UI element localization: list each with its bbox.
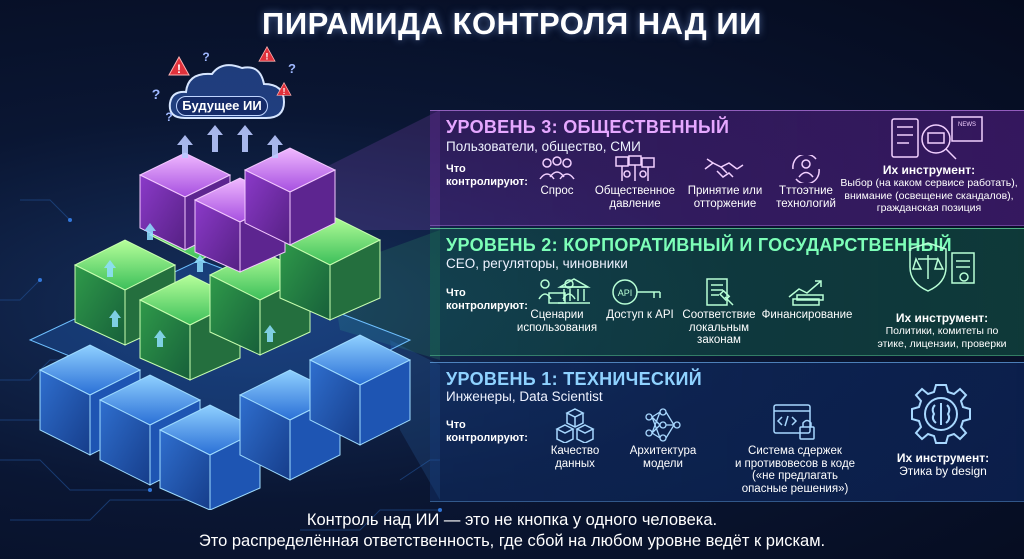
level-1-panel: УРОВЕНЬ 1: ТЕХНИЧЕСКИЙ Инженеры, Data Sc… <box>430 362 1024 502</box>
code-lock-icon <box>773 404 815 440</box>
level-1-title: УРОВЕНЬ 1: ТЕХНИЧЕСКИЙ <box>446 369 702 389</box>
item-demand-label: Спрос <box>540 185 574 197</box>
level-3-panel: УРОВЕНЬ 3: ОБЩЕСТВЕННЫЙ Пользователи, об… <box>430 110 1024 226</box>
item-funding: Финансирование <box>756 277 858 322</box>
item-public-pressure-label: Общественное давление <box>594 185 676 210</box>
protest-signs-icon <box>615 155 655 181</box>
news-text: NEWS <box>958 122 976 128</box>
voting-news-icon: NEWS <box>891 116 983 160</box>
warning-icon: ! <box>258 46 276 62</box>
level-1-tool: Их инструмент: Этика by design <box>876 451 1010 478</box>
item-local-law: Соответствие локальным законам <box>678 277 760 347</box>
footer-line-2: Это распределённая ответственность, где … <box>198 532 826 550</box>
question-icon: ? <box>288 61 296 76</box>
level-3-tool-head: Их инструмент: <box>882 163 976 177</box>
question-icon: ? <box>202 50 209 64</box>
level-1-tool-body: Этика by design <box>899 464 987 478</box>
warning-icon: ! <box>276 82 292 96</box>
level-1-control-label: Что контролируют: <box>446 419 528 444</box>
level-2-tool-head: Их инструмент: <box>895 311 989 325</box>
footer-line-1: Контроль над ИИ — это не кнопка у одного… <box>306 511 718 529</box>
level-2-tool: Их инструмент: Политики, комитеты по эти… <box>860 311 1024 350</box>
item-use-cases-label: Сценарии использования <box>516 309 598 334</box>
cubes-icon <box>555 408 595 443</box>
level-3-title: УРОВЕНЬ 3: ОБЩЕСТВЕННЫЙ <box>446 117 730 137</box>
crowd-icon <box>539 156 575 180</box>
item-funding-label: Финансирование <box>761 309 853 321</box>
pyramid-illustration <box>28 110 440 510</box>
svg-text:!: ! <box>283 86 286 96</box>
item-model-architecture-label: Архитектура модели <box>629 445 697 470</box>
handshake-icon <box>704 158 744 178</box>
level-2-tool-body: Политики, комитеты по этике, лицензии, п… <box>877 325 1007 350</box>
svg-text:?: ? <box>165 110 172 124</box>
brain-gear-icon <box>911 384 971 444</box>
level-1-subtitle: Инженеры, Data Scientist <box>446 389 603 404</box>
level-1-tool-head: Их инструмент: <box>896 451 990 465</box>
item-checks-balances-label: Система сдержек и противовесов в коде («… <box>734 445 856 495</box>
svg-text:?: ? <box>202 50 209 64</box>
warning-icon: ! <box>168 56 190 76</box>
item-public-pressure: Общественное давление <box>588 155 682 210</box>
law-document-icon <box>706 278 734 306</box>
question-icon: ? <box>165 110 172 124</box>
level-2-panel: УРОВЕНЬ 2: КОРПОРАТИВНЫЙ И ГОСУДАРСТВЕНН… <box>430 228 1024 356</box>
item-acceptance: Принятие или отторжение <box>682 155 768 210</box>
item-api-access: API Доступ к API <box>598 277 682 322</box>
item-checks-balances: Система сдержек и противовесов в коде («… <box>720 403 870 495</box>
svg-text:!: ! <box>177 62 181 76</box>
item-local-law-label: Соответствие локальным законам <box>682 309 756 346</box>
level-2-subtitle: CEO, регуляторы, чиновники <box>446 256 628 271</box>
level-3-cubes <box>138 147 337 273</box>
api-key-icon: API <box>612 279 661 305</box>
item-api-access-label: Доступ к API <box>606 309 674 321</box>
government-building-icon <box>557 278 591 304</box>
level-2-control-label: Что контролируют: <box>446 287 528 312</box>
item-demand: Спрос <box>524 155 590 198</box>
cloud-label: Будущее ИИ <box>176 96 268 116</box>
item-data-quality-label: Качество данных <box>550 445 600 470</box>
level-3-subtitle: Пользователи, общество, СМИ <box>446 139 641 154</box>
item-acceptance-label: Принятие или отторжение <box>687 185 763 210</box>
item-technology-label: Тттоэтние технологий <box>776 185 836 210</box>
item-data-quality: Качество данных <box>542 407 608 470</box>
svg-text:?: ? <box>152 86 161 102</box>
item-use-cases: Сценарии использования <box>514 277 600 334</box>
money-growth-icon <box>788 280 824 306</box>
footer: Контроль над ИИ — это не кнопка у одного… <box>0 510 1024 552</box>
level-3-tool: Их инструмент: Выбор (на каком сервисе р… <box>834 163 1024 215</box>
item-model-architecture: Архитектура модели <box>624 407 702 470</box>
person-cycle-icon <box>792 155 820 183</box>
level-3-control-label: Что контролируют: <box>446 163 528 188</box>
item-technology: Тттоэтние технологий <box>766 155 846 210</box>
neural-network-icon <box>645 408 681 442</box>
shield-scales-icon <box>909 242 975 292</box>
government-building <box>554 277 594 307</box>
level-2-title: УРОВЕНЬ 2: КОРПОРАТИВНЫЙ И ГОСУДАРСТВЕНН… <box>446 235 952 255</box>
api-text: API <box>618 288 633 298</box>
question-icon: ? <box>152 86 161 102</box>
level-3-tool-body: Выбор (на каком сервисе работать), внима… <box>840 177 1018 214</box>
svg-text:!: ! <box>265 52 268 62</box>
svg-text:?: ? <box>288 61 296 76</box>
page-title: ПИРАМИДА КОНТРОЛЯ НАД ИИ <box>262 6 762 41</box>
